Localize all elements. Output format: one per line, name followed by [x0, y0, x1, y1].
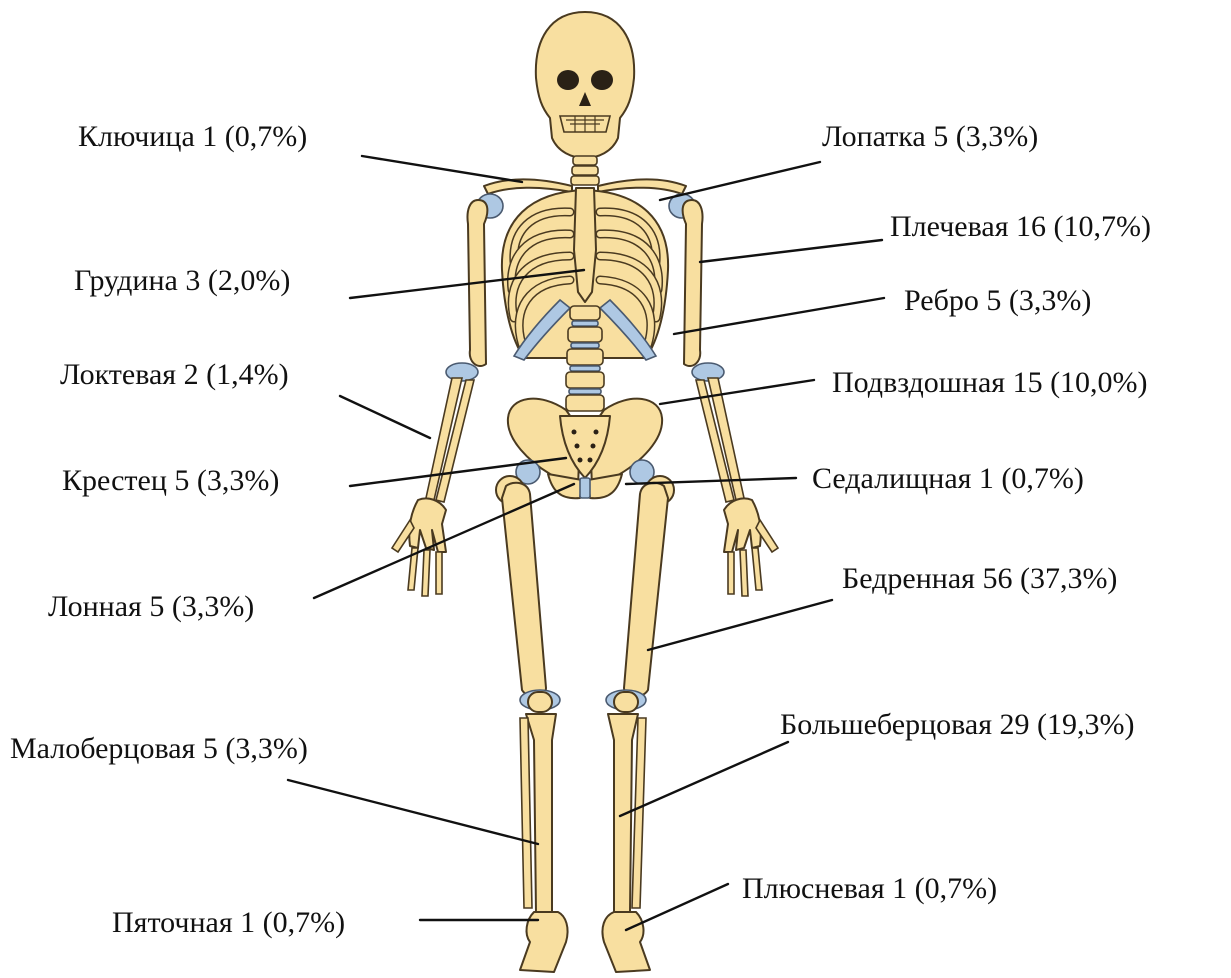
leader-femur [648, 600, 832, 650]
leader-scapula [660, 162, 820, 200]
label-metatarsal: Плюсневая 1 (0,7%) [742, 872, 997, 905]
sternum [574, 188, 596, 302]
leg-right [602, 476, 674, 972]
fibula-left [520, 718, 532, 908]
fibula-right [632, 718, 646, 908]
skull [536, 12, 634, 158]
leader-humerus [700, 240, 882, 262]
femur-right [624, 483, 668, 697]
skeleton-illustration [392, 12, 778, 972]
leader-rib [674, 298, 884, 334]
label-tibia: Большеберцовая 29 (19,3%) [780, 708, 1135, 741]
label-scapula: Лопатка 5 (3,3%) [822, 120, 1038, 153]
leg-left [496, 476, 568, 972]
label-humerus: Плечевая 16 (10,7%) [890, 210, 1151, 243]
patella-right [614, 692, 638, 712]
hand-left [409, 498, 446, 552]
leader-ilium [660, 380, 814, 404]
label-calcaneus: Пяточная 1 (0,7%) [112, 906, 345, 939]
pubic-symphysis [580, 478, 590, 498]
clavicle-left [484, 179, 572, 194]
lumbar-spine [566, 306, 604, 411]
cervical-spine [571, 156, 599, 185]
label-rib: Ребро 5 (3,3%) [904, 284, 1091, 317]
label-sacrum: Крестец 5 (3,3%) [62, 464, 279, 497]
foot-right [602, 912, 650, 972]
clavicle-right [598, 179, 686, 194]
label-sternum: Грудина 3 (2,0%) [74, 264, 290, 297]
label-pubis: Лонная 5 (3,3%) [48, 590, 254, 623]
arm-left [392, 200, 487, 596]
hand-right [724, 498, 761, 552]
label-femur: Бедренная 56 (37,3%) [842, 562, 1117, 595]
label-fibula: Малоберцовая 5 (3,3%) [10, 732, 308, 765]
leader-fibula [288, 780, 538, 844]
humerus-right [683, 200, 703, 366]
label-ilium: Подвздошная 15 (10,0%) [832, 366, 1148, 399]
femur-left [502, 483, 546, 697]
leader-ulna [340, 396, 430, 438]
label-ulna: Локтевая 2 (1,4%) [60, 358, 289, 391]
leader-clavicle [362, 156, 522, 182]
label-clavicle: Ключица 1 (0,7%) [78, 120, 307, 153]
patella-left [528, 692, 552, 712]
label-ischium: Седалищная 1 (0,7%) [812, 462, 1084, 495]
